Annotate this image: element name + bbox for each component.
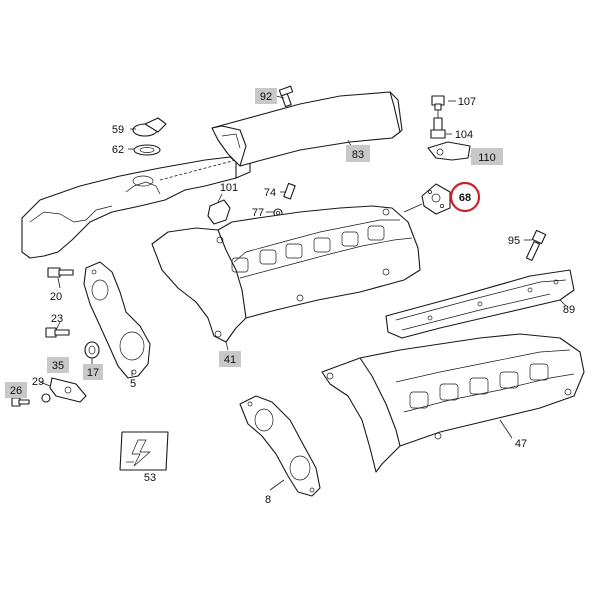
engine-top-cover: [211, 91, 403, 167]
bolt-26-washer: [11, 393, 51, 407]
highlight-boxes: [5, 88, 503, 398]
label-95[interactable]: 95: [508, 235, 520, 247]
label-8[interactable]: 8: [265, 494, 271, 506]
nut-107: [431, 95, 445, 111]
label-20[interactable]: 20: [50, 291, 62, 303]
label-83[interactable]: 83: [352, 149, 364, 161]
label-59[interactable]: 59: [112, 124, 124, 136]
seal-ring-62: [133, 144, 161, 156]
bolt-23: [45, 327, 70, 338]
plate-29: [49, 377, 87, 403]
mount-104: [430, 110, 446, 139]
plug-17: [84, 341, 100, 359]
valve-openings: [231, 225, 385, 273]
label-35[interactable]: 35: [52, 360, 64, 372]
label-17[interactable]: 17: [87, 367, 99, 379]
front-trim-cover: [21, 156, 251, 259]
label-107[interactable]: 107: [458, 96, 476, 108]
label-47[interactable]: 47: [515, 438, 527, 450]
valve-cover-41: [151, 205, 421, 343]
label-104[interactable]: 104: [455, 129, 473, 141]
label-41[interactable]: 41: [224, 354, 236, 366]
label-110[interactable]: 110: [478, 152, 496, 164]
label-62[interactable]: 62: [112, 144, 124, 156]
timing-cover-gasket-5: [83, 261, 151, 379]
label-53[interactable]: 53: [144, 472, 156, 484]
label-101[interactable]: 101: [220, 182, 238, 194]
bolt-92: [278, 85, 294, 108]
bolt-20: [47, 267, 74, 278]
ignition-rail-89: [385, 269, 575, 339]
label-92[interactable]: 92: [260, 91, 272, 103]
label-29[interactable]: 29: [32, 376, 44, 388]
label-74[interactable]: 74: [264, 187, 276, 199]
label-68[interactable]: 68: [459, 192, 471, 204]
label-77[interactable]: 77: [252, 207, 264, 219]
label-89[interactable]: 89: [563, 304, 575, 316]
bracket-110: [427, 141, 471, 161]
bolt-95: [525, 229, 547, 261]
valve-cover-47: [321, 333, 585, 473]
damper-68: [403, 183, 451, 215]
valve-openings-47: [409, 363, 549, 409]
clip-101: [207, 199, 231, 225]
circled-part-68-ring: [449, 181, 481, 213]
part-labels: 92 107 59 62 104 83 110 101 74 77 68 95 …: [10, 91, 575, 506]
cap-59: [132, 117, 167, 137]
label-5[interactable]: 5: [130, 378, 136, 390]
label-23[interactable]: 23: [51, 313, 63, 325]
label-26[interactable]: 26: [10, 385, 22, 397]
gasket-8: [239, 395, 321, 497]
bolt-74: [283, 182, 296, 200]
warning-label-53: [119, 431, 169, 471]
